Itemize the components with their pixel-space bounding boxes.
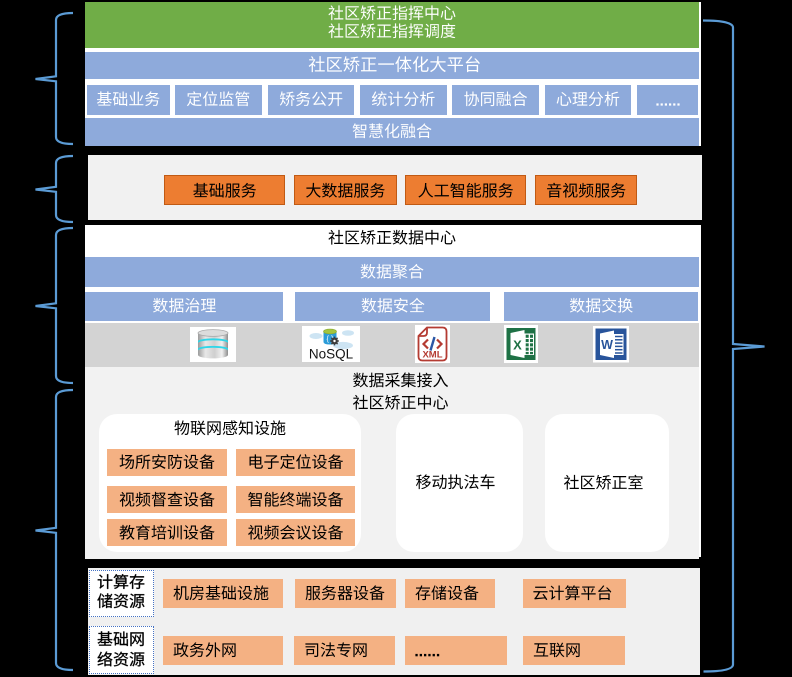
svg-text:W: W (601, 338, 613, 352)
svg-text:X: X (513, 338, 522, 353)
svg-text:XML: XML (422, 350, 442, 361)
svg-text:{ }: { } (326, 334, 334, 343)
svg-text:NoSQL: NoSQL (309, 346, 354, 361)
